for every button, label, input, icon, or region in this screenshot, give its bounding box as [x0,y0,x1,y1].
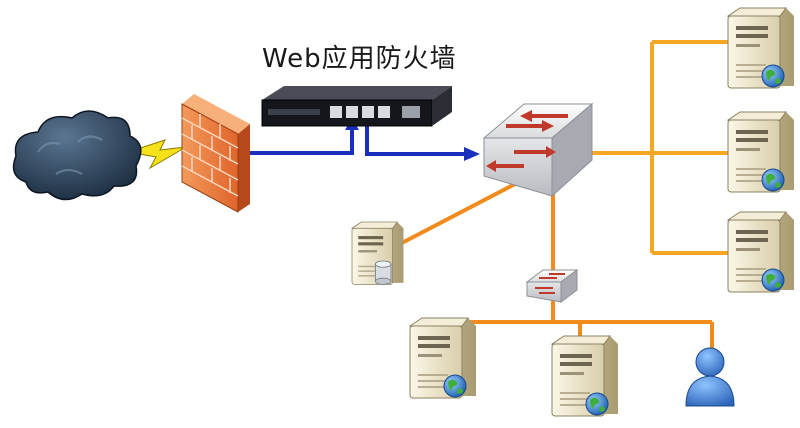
db-server [351,221,404,285]
lan-server-2 [551,335,619,417]
globe-icon [443,374,467,398]
diagram-title: Web应用防火墙 [262,44,457,74]
access-switch-icon [525,269,579,303]
web-server-3 [727,211,795,293]
database-icon [375,260,392,285]
cloud-icon [12,110,142,201]
network-links [127,40,728,352]
globe-icon [761,268,785,292]
user-icon [685,347,735,407]
lan-server-1 [409,317,477,399]
globe-icon [761,168,785,192]
switch-icon [482,102,594,198]
globe-icon [761,64,785,88]
web-server-2 [727,111,795,193]
link-waf-to-switch [365,122,470,156]
rack-appliance-icon [261,86,452,127]
web-server-1 [727,7,795,89]
link-db-server [397,182,516,247]
arrowhead-right [464,147,480,161]
link-firewall-to-switch [250,126,354,155]
globe-icon [585,392,609,416]
brick-firewall-icon [181,94,250,213]
